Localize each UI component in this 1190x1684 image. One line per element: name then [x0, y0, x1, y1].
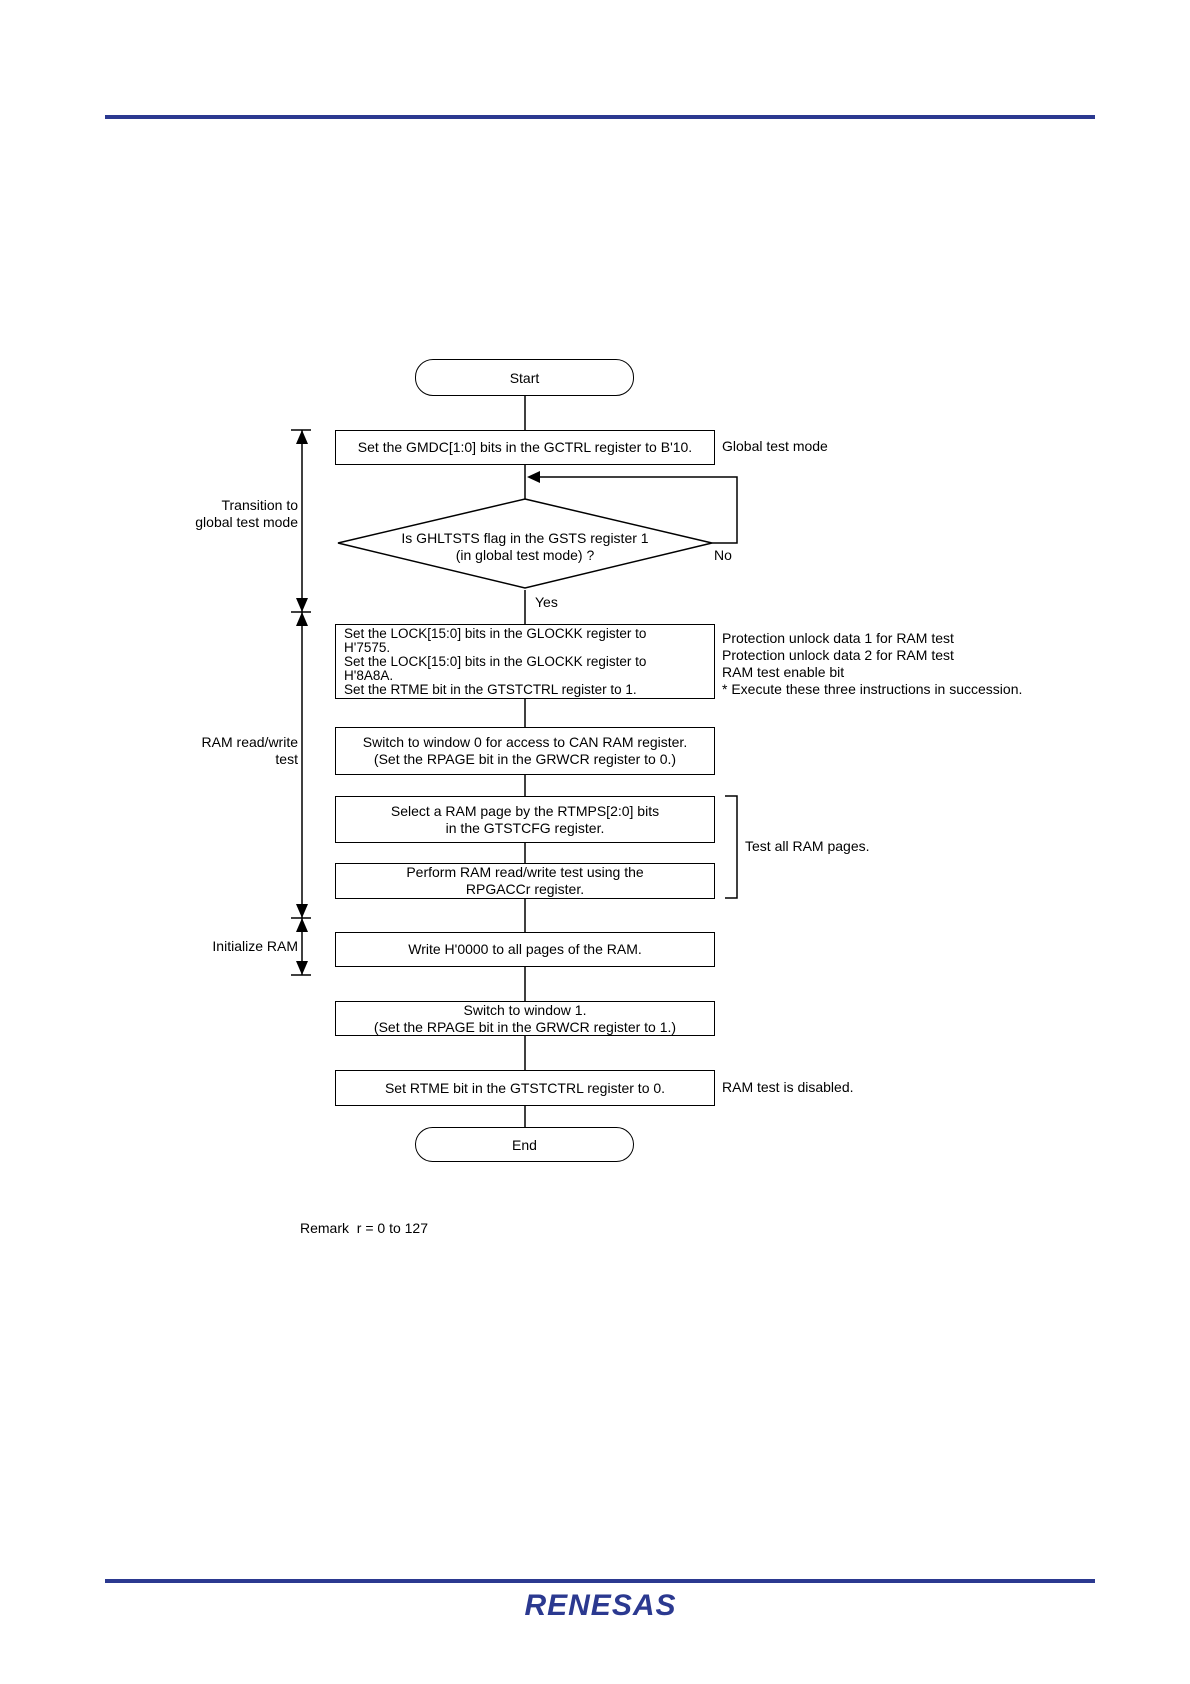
end-terminal: End	[415, 1127, 634, 1162]
note-unlock-block: Protection unlock data 1 for RAM test Pr…	[722, 630, 1022, 698]
no-label: No	[714, 547, 732, 563]
step-ram-rw-test: Perform RAM read/write test using the RP…	[335, 863, 715, 899]
header-rule	[105, 115, 1095, 119]
start-terminal: Start	[415, 359, 634, 396]
step4-line1: Select a RAM page by the RTMPS[2:0] bits	[390, 802, 660, 819]
decision-text: Is GHLTSTS flag in the GSTS register 1 (…	[380, 530, 670, 564]
side-label-ramtest: RAM read/write test	[160, 734, 298, 768]
note-succession: * Execute these three instructions in su…	[722, 681, 1023, 697]
step2-line3: Set the LOCK[15:0] bits in the GLOCKK re…	[344, 653, 647, 669]
renesas-logo: RENESAS	[524, 1589, 677, 1622]
step6-text: Write H'0000 to all pages of the RAM.	[408, 941, 642, 957]
step8-text: Set RTME bit in the GTSTCTRL register to…	[384, 1079, 666, 1096]
yes-label: Yes	[535, 594, 558, 610]
transition-line1: Transition to	[221, 497, 298, 513]
note-ram-disabled: RAM test is disabled.	[722, 1079, 854, 1095]
remark-text: Remark r = 0 to 127	[300, 1220, 429, 1236]
note-unlock2: Protection unlock data 2 for RAM test	[722, 647, 954, 663]
step-select-ram-page: Select a RAM page by the RTMPS[2:0] bits…	[335, 796, 715, 843]
transition-line2: global test mode	[195, 514, 298, 530]
step5-line1: Perform RAM read/write test using the	[406, 864, 644, 880]
note-test-all-pages: Test all RAM pages.	[745, 838, 870, 854]
side-label-init: Initialize RAM	[212, 938, 298, 954]
step7-line1: Switch to window 1.	[463, 1001, 587, 1018]
note-global-test-mode: Global test mode	[722, 438, 828, 454]
step7-line2: (Set the RPAGE bit in the GRWCR register…	[373, 1018, 677, 1035]
step5-line2: RPGACCr register.	[465, 881, 585, 897]
step3-line1: Switch to window 0 for access to CAN RAM…	[362, 734, 688, 750]
step-switch-window1: Switch to window 1. (Set the RPAGE bit i…	[335, 1001, 715, 1036]
side-label-transition: Transition to global test mode	[160, 497, 298, 531]
step3-line2: (Set the RPAGE bit in the GRWCR register…	[373, 751, 677, 767]
step2-line4: H'8A8A.	[344, 667, 394, 683]
step2-line1: Set the LOCK[15:0] bits in the GLOCKK re…	[344, 625, 647, 641]
step-switch-window0: Switch to window 0 for access to CAN RAM…	[335, 727, 715, 775]
ramtest-line1: RAM read/write	[201, 734, 298, 750]
decision-line2: (in global test mode) ?	[455, 547, 595, 563]
step-set-gmdc: Set the GMDC[1:0] bits in the GCTRL regi…	[335, 430, 715, 465]
step2-line2: H'7575.	[344, 639, 391, 655]
step4-line2: in the GTSTCFG register.	[445, 819, 605, 836]
step-set-gmdc-text: Set the GMDC[1:0] bits in the GCTRL regi…	[357, 439, 693, 455]
step2-line5: Set the RTME bit in the GTSTCTRL registe…	[344, 681, 637, 697]
decision-line1: Is GHLTSTS flag in the GSTS register 1	[401, 530, 649, 546]
ramtest-line2: test	[275, 751, 298, 767]
note-unlock1: Protection unlock data 1 for RAM test	[722, 630, 954, 646]
note-enable-bit: RAM test enable bit	[722, 664, 845, 680]
footer-rule	[105, 1579, 1095, 1583]
step-write-zero: Write H'0000 to all pages of the RAM.	[335, 932, 715, 967]
step-clear-rtme: Set RTME bit in the GTSTCTRL register to…	[335, 1070, 715, 1106]
step-unlock-sequence: Set the LOCK[15:0] bits in the GLOCKK re…	[335, 624, 715, 699]
